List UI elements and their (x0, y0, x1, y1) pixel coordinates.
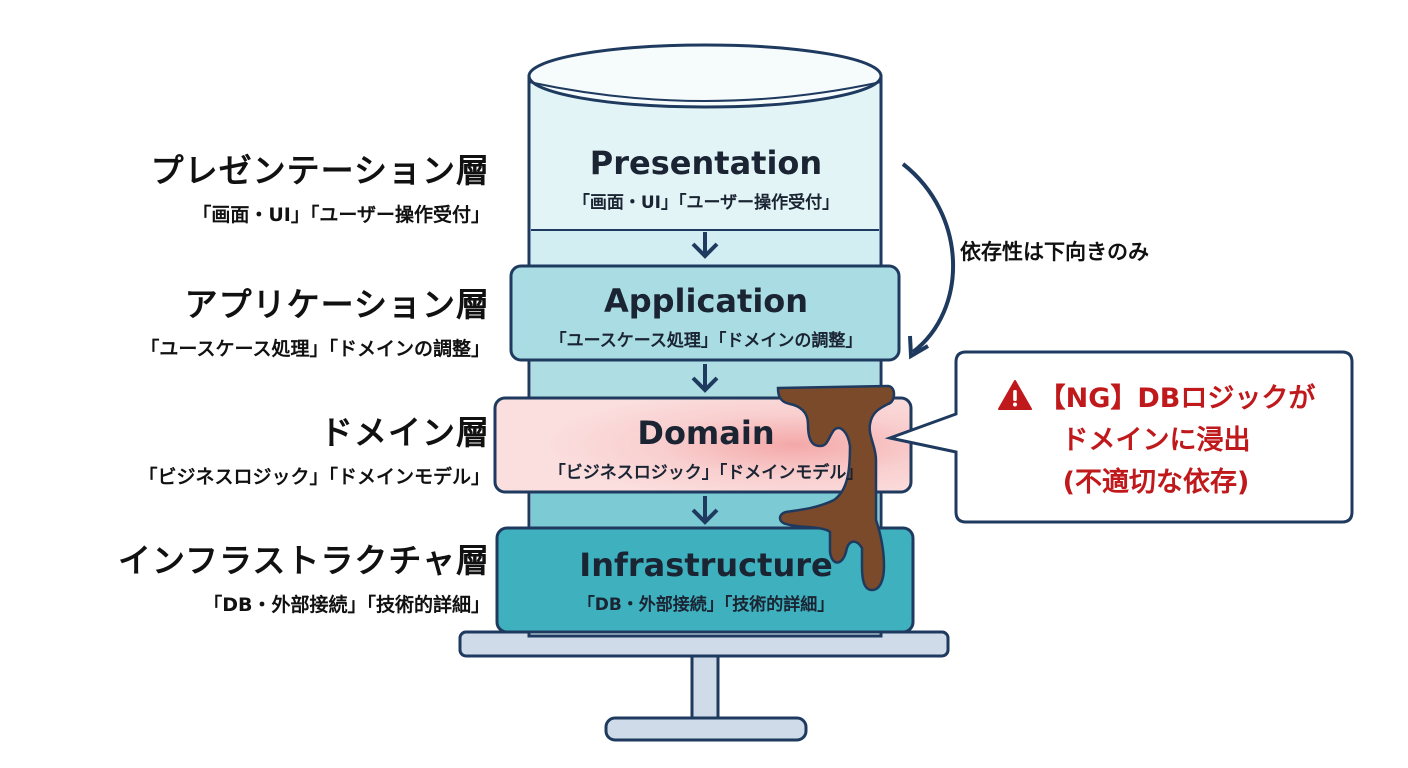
dependency-label: 依存性は下向きのみ (960, 240, 1149, 264)
layer-name: Infrastructure (579, 546, 833, 584)
side-label-presentation: プレゼンテーション層 「画面・UI」「ユーザー操作受付」 (151, 144, 490, 227)
application-layer (509, 264, 901, 362)
side-label-description: 「DB・外部接続」「技術的詳細」 (203, 594, 490, 616)
layer-description: 「ビジネスロジック」「ドメインモデル」 (548, 463, 864, 483)
side-label-domain: ドメイン層 「ビジネスロジック」「ドメインモデル」 (138, 406, 490, 489)
callout-line-2: ドメインに浸出 (1061, 425, 1251, 456)
down-arrow (691, 232, 719, 259)
down-arrow (691, 364, 719, 393)
layer-description: 「ユースケース処理」「ドメインの調整」 (549, 331, 863, 351)
presentation-layer-text: Presentation 「画面・UI」「ユーザー操作受付」 (513, 144, 899, 213)
layer-name: Application (603, 282, 809, 320)
layer-name: Domain (637, 414, 775, 452)
application-layer-text: Application 「ユースケース処理」「ドメインの調整」 (513, 282, 899, 351)
dependency-arrow (901, 162, 955, 360)
side-label-title: プレゼンテーション層 (150, 151, 490, 190)
side-label-title: アプリケーション層 (184, 285, 490, 324)
layer-name: Presentation (589, 144, 823, 182)
leak-drip (776, 384, 896, 592)
callout-line-3: (不適切な依存) (1062, 467, 1250, 498)
side-label-description: 「ユースケース処理」「ドメインの調整」 (140, 338, 490, 360)
callout-text: 【NG】DBロジックが ドメインに浸出 (不適切な依存) (966, 378, 1346, 504)
side-label-description: 「ビジネスロジック」「ドメインモデル」 (138, 466, 490, 488)
side-label-title: インフラストラクチャ層 (117, 541, 490, 580)
cake-stand (458, 630, 950, 742)
down-arrow (691, 496, 719, 525)
callout-bubble (884, 350, 1354, 524)
domain-layer-text: Domain 「ビジネスロジック」「ドメインモデル」 (513, 414, 899, 483)
layer-description: 「DB・外部接続」「技術的詳細」 (577, 595, 835, 615)
layer-description: 「画面・UI」「ユーザー操作受付」 (572, 193, 840, 213)
side-label-application: アプリケーション層 「ユースケース処理」「ドメインの調整」 (140, 278, 490, 361)
infrastructure-layer-text: Infrastructure 「DB・外部接続」「技術的詳細」 (513, 546, 899, 615)
side-label-description: 「画面・UI」「ユーザー操作受付」 (192, 204, 490, 226)
side-label-infrastructure: インフラストラクチャ層 「DB・外部接続」「技術的詳細」 (118, 534, 490, 617)
callout-line-1: 【NG】DBロジックが (1038, 383, 1316, 414)
cylinder-top (527, 43, 883, 109)
warning-triangle-icon (997, 380, 1032, 410)
side-label-title: ドメイン層 (320, 413, 490, 452)
infrastructure-layer (495, 526, 915, 634)
